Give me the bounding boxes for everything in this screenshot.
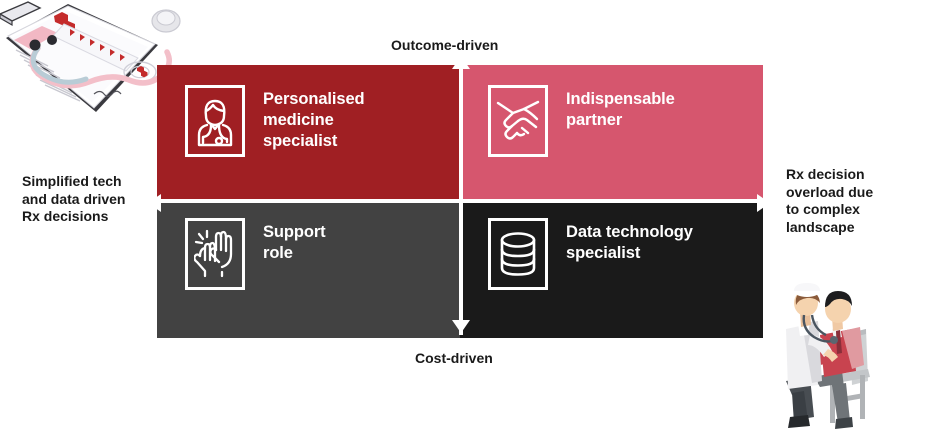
quadrant-label: Indispensable partner <box>566 90 675 129</box>
quadrant-support-role[interactable]: Support role <box>157 202 460 338</box>
axis-label-simplified-tech: Simplified tech and data driven Rx decis… <box>22 173 126 224</box>
handshake-icon <box>488 85 548 157</box>
quadrant-personalised-medicine-specialist[interactable]: Personalised medicine specialist <box>157 65 460 201</box>
vertical-axis-down-arrow-icon <box>452 320 470 333</box>
patient-figure <box>814 291 864 429</box>
form-seal-icon <box>123 61 157 83</box>
quadrant-matrix: Personalised medicine specialist Indispe… <box>157 65 763 338</box>
horizontal-axis-left-arrow-icon <box>148 194 161 212</box>
axis-label-cost-driven: Cost-driven <box>415 350 493 366</box>
doctor-portrait-icon <box>185 85 245 157</box>
vertical-axis-up-arrow-icon <box>452 56 470 69</box>
quadrant-label: Support role <box>263 223 326 262</box>
quadrant-label: Personalised medicine specialist <box>263 90 365 150</box>
doctor-figure <box>786 283 838 428</box>
quadrant-data-technology-specialist[interactable]: Data technology specialist <box>460 202 763 338</box>
quadrant-indispensable-partner[interactable]: Indispensable partner <box>460 65 763 201</box>
clipboard-clip-arm <box>0 1 42 27</box>
axis-label-outcome-driven: Outcome-driven <box>391 37 499 53</box>
helping-hands-icon <box>185 218 245 290</box>
form-chart-strip <box>52 23 139 72</box>
database-icon <box>488 218 548 290</box>
doctor-examining-patient-illustration <box>786 283 870 429</box>
axis-label-rx-decision-overload: Rx decision overload due to complex land… <box>786 166 874 235</box>
vertical-axis-line <box>459 58 463 335</box>
quadrant-label: Data technology specialist <box>566 223 693 262</box>
horizontal-axis-right-arrow-icon <box>757 194 770 212</box>
clipboard-stethoscope-illustration <box>0 1 181 112</box>
horizontal-axis-line <box>150 199 770 203</box>
